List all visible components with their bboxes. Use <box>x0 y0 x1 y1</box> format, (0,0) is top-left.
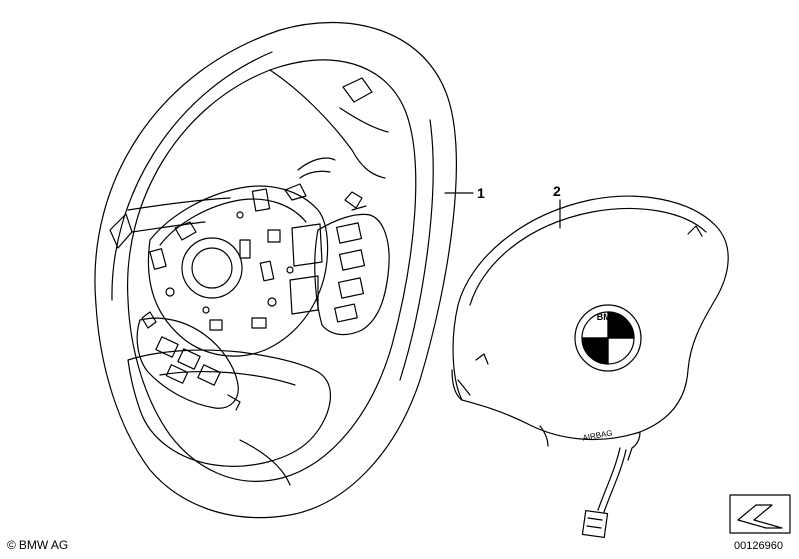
diagram-reference-number: 00126960 <box>734 540 783 552</box>
copyright-notice: ©BMW AG <box>7 538 68 552</box>
copyright-symbol: © <box>7 538 16 552</box>
airbag-label: AIRBAG <box>582 428 613 442</box>
callout-1: 1 <box>477 185 485 201</box>
steering-wheel-illustration <box>94 21 457 519</box>
airbag-module-illustration: BMW AIRBAG <box>451 195 729 539</box>
copyright-brand: BMW AG <box>18 538 69 552</box>
emblem-letters: BMW <box>597 312 620 322</box>
callout-2: 2 <box>553 183 561 199</box>
direction-arrow-icon <box>729 494 791 534</box>
